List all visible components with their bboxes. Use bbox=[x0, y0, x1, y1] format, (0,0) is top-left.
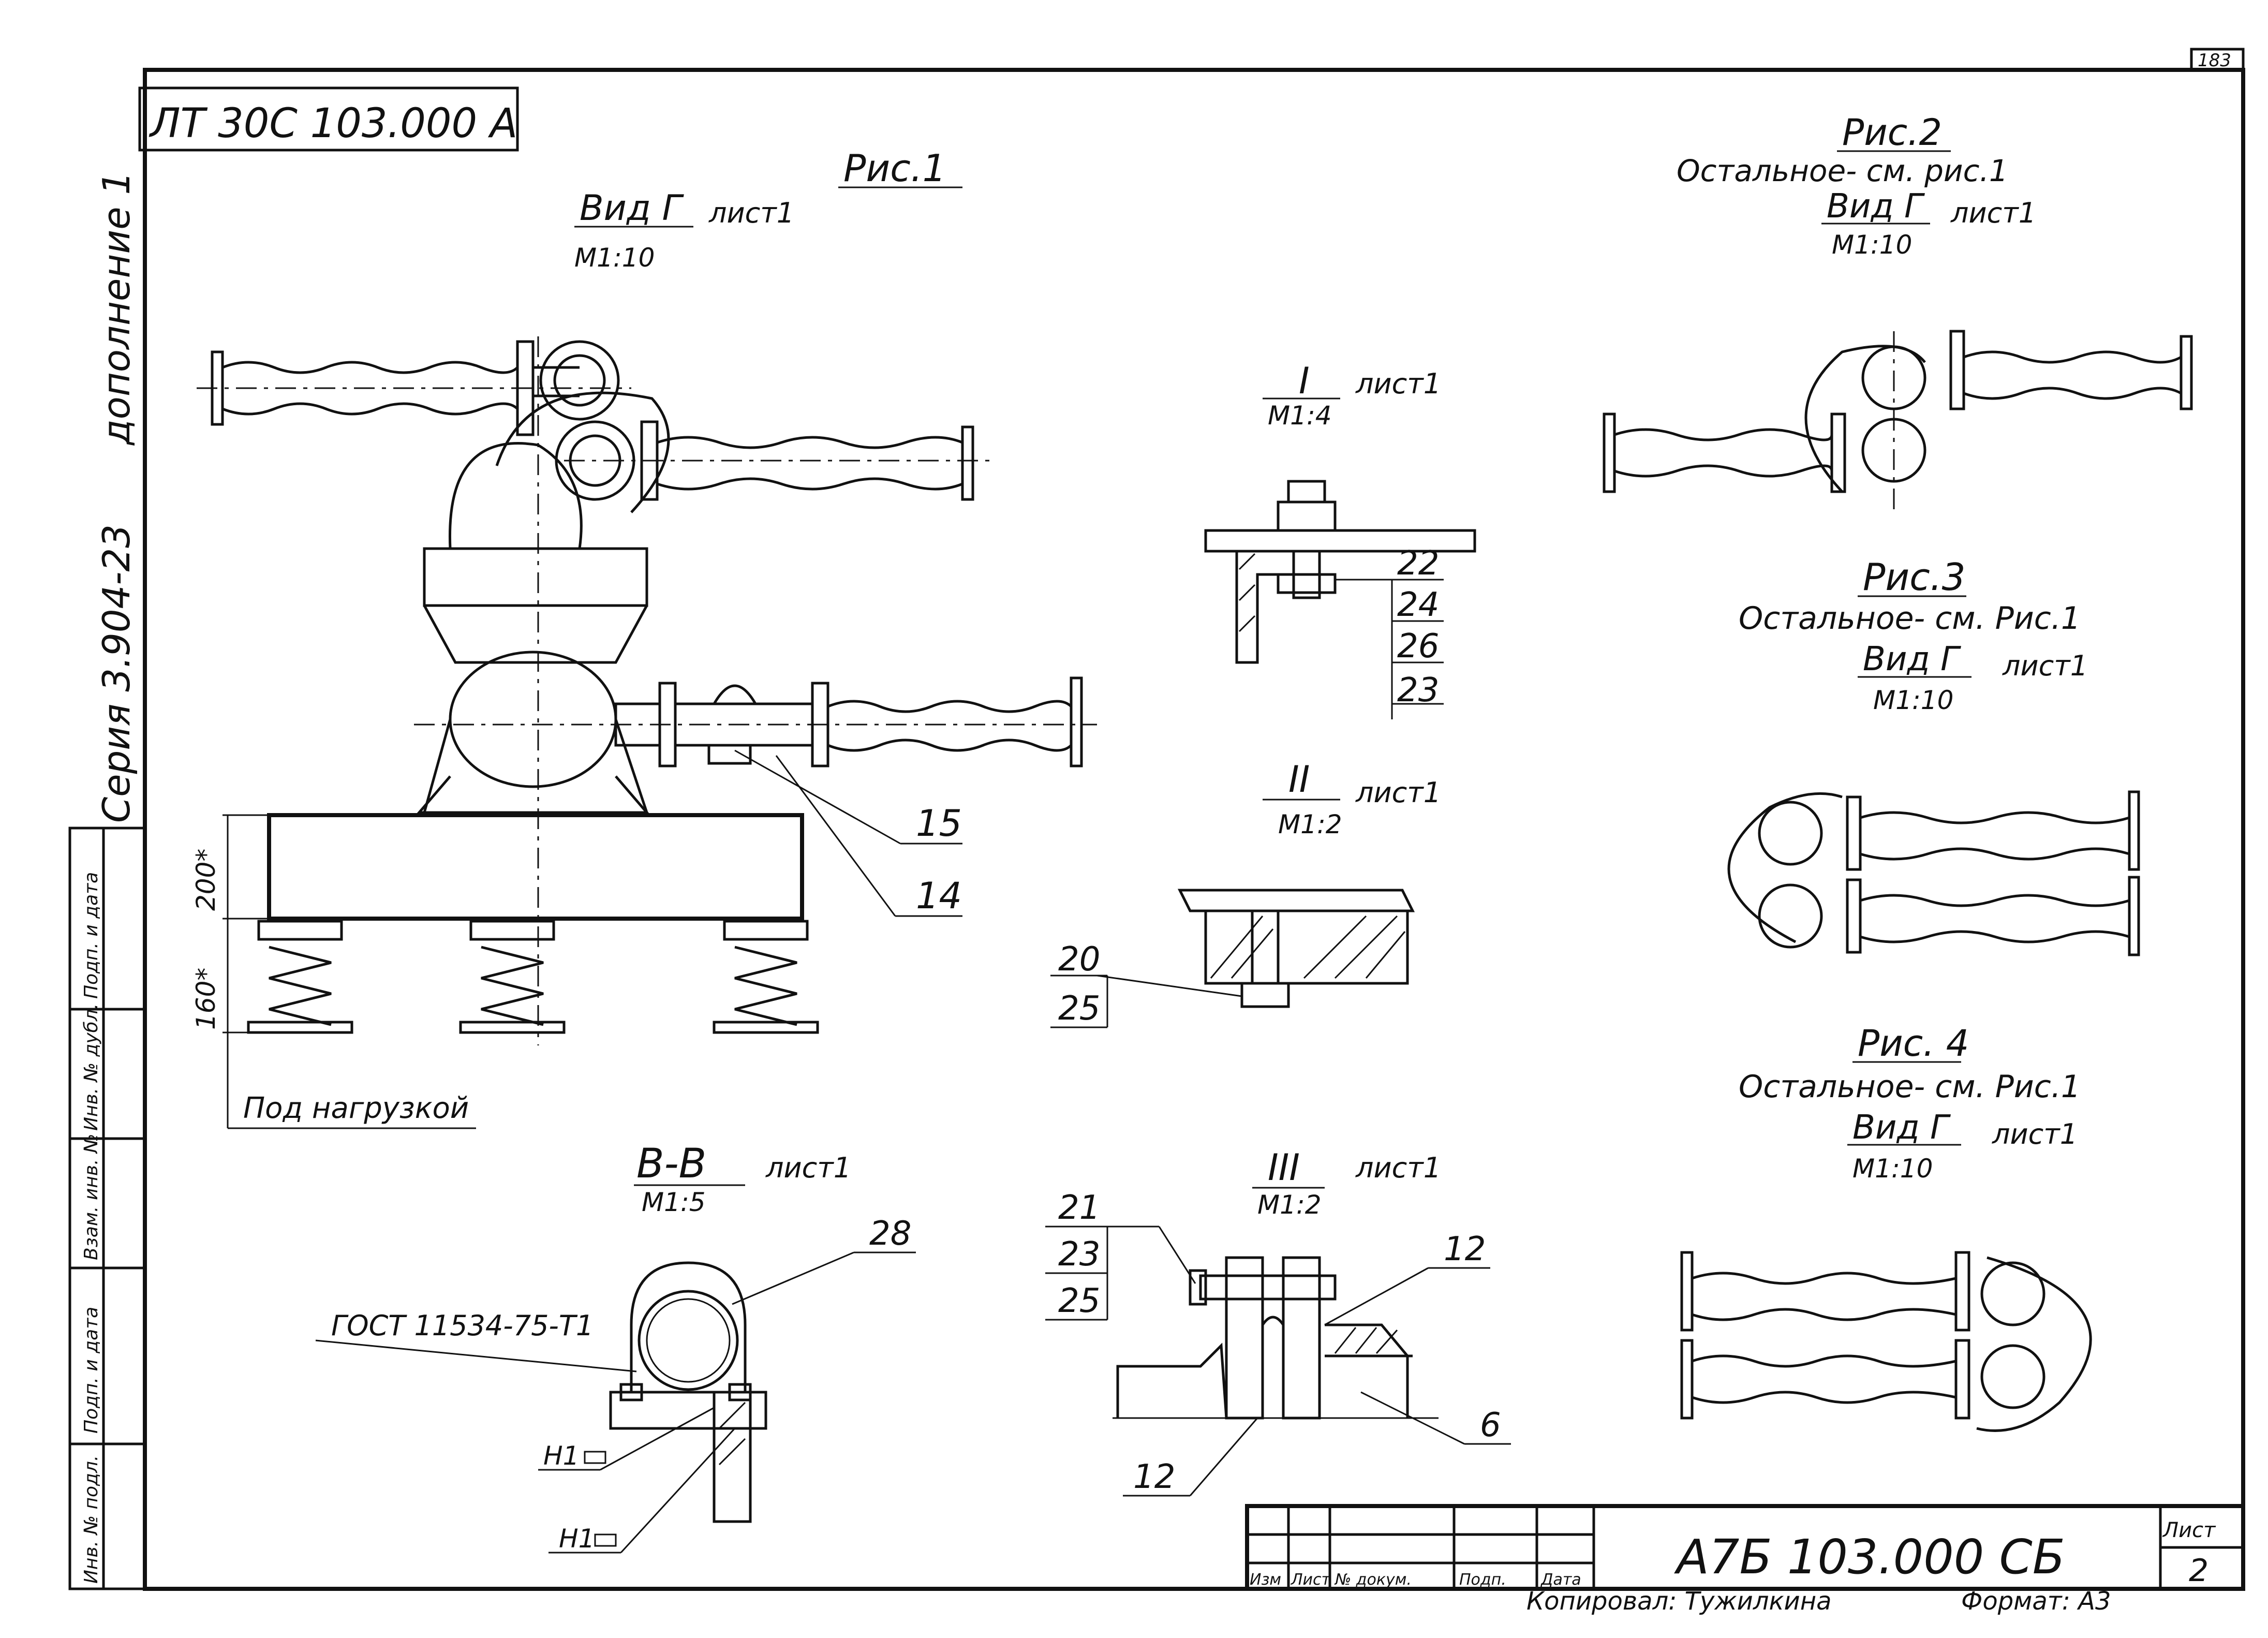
fig2-drawing bbox=[1603, 330, 2193, 512]
fig2-sheet-ref: лист1 bbox=[1950, 197, 2036, 229]
fig1-title: Рис.1 bbox=[843, 146, 946, 190]
section-bb-weld-2: Н1 bbox=[559, 1524, 595, 1554]
fig3-scale: М1:10 bbox=[1873, 685, 1953, 715]
detail3-position-table bbox=[1045, 1226, 1159, 1321]
fig1-scale: М1:10 bbox=[574, 243, 655, 273]
section-bb-scale: М1:5 bbox=[642, 1187, 706, 1217]
detail1-position-26: 26 bbox=[1397, 627, 1439, 666]
detail1-position-24: 24 bbox=[1397, 586, 1439, 624]
detail3-position-23: 23 bbox=[1058, 1235, 1100, 1274]
fig1-position-15: 15 bbox=[916, 802, 962, 845]
section-bb-gost: ГОСТ 11534-75-Т1 bbox=[331, 1309, 594, 1342]
section-bb-weld-1: Н1 bbox=[543, 1441, 579, 1471]
fig1-dim-200: 200* bbox=[191, 849, 221, 911]
detail3-sheet-ref: лист1 bbox=[1355, 1152, 1441, 1184]
side-stamp-table: Подп. и дата Инв. № дубл. Взам. инв. № П… bbox=[68, 827, 146, 1590]
top-left-stamp: ЛТ 30С 103.000 А bbox=[149, 100, 517, 147]
sheet-format: Формат: А3 bbox=[1961, 1587, 2111, 1616]
detail3-position-12-bottom: 12 bbox=[1133, 1458, 1175, 1496]
detail2-drawing bbox=[1096, 889, 1415, 1008]
title-header-doc: № докум. bbox=[1334, 1571, 1412, 1589]
title-header-date: Дата bbox=[1540, 1571, 1581, 1589]
fig1-position-14: 14 bbox=[916, 875, 962, 917]
fig1-dim-160: 160* bbox=[191, 968, 221, 1030]
detail2-mark: II bbox=[1288, 758, 1310, 801]
side-cell-replace-inv: Взам. инв. № bbox=[81, 1134, 102, 1260]
detail1-position-table bbox=[1391, 579, 1444, 719]
fig1-view: Вид Г bbox=[580, 188, 684, 229]
detail1-drawing bbox=[1204, 480, 1476, 664]
detail3-position-6: 6 bbox=[1480, 1406, 1501, 1444]
title-header-change: Изм bbox=[1250, 1571, 1281, 1589]
fig2-title: Рис.2 bbox=[1842, 111, 1942, 154]
detail3-scale: М1:2 bbox=[1257, 1190, 1322, 1220]
fig3-sheet-ref: лист1 bbox=[2002, 650, 2088, 682]
detail3-mark: III bbox=[1268, 1146, 1300, 1189]
title-header-sign: Подп. bbox=[1459, 1571, 1506, 1589]
fig1-labels: Рис.1 Вид Г лист1 М1:10 bbox=[574, 146, 962, 273]
side-cell-sign-date-2: Подп. и дата bbox=[81, 1307, 102, 1434]
fig4-drawing bbox=[1680, 1251, 2092, 1432]
fig2-view: Вид Г bbox=[1827, 187, 1925, 226]
fig2-scale: М1:10 bbox=[1832, 230, 1912, 260]
fig4-sheet-ref: лист1 bbox=[1992, 1118, 2078, 1150]
fig3-title: Рис.3 bbox=[1863, 555, 1966, 599]
detail1-position-23: 23 bbox=[1397, 671, 1439, 710]
detail3-position-25: 25 bbox=[1058, 1282, 1100, 1320]
fig4-subtitle: Остальное- см. Рис.1 bbox=[1739, 1069, 2081, 1105]
fig2-subtitle: Остальное- см. рис.1 bbox=[1677, 153, 2008, 188]
addendum-label: дополнение 1 bbox=[95, 171, 138, 446]
detail2-position-table bbox=[1050, 975, 1108, 1028]
detail3-position-21: 21 bbox=[1058, 1189, 1100, 1227]
detail1-position-22: 22 bbox=[1397, 544, 1439, 583]
title-header-sheet: Лист bbox=[1291, 1571, 1331, 1589]
copied-by: Копировал: Тужилкина bbox=[1526, 1587, 1832, 1616]
detail2-position-25: 25 bbox=[1058, 990, 1100, 1028]
detail2-scale: М1:2 bbox=[1278, 809, 1342, 839]
side-cell-dup-inv: Инв. № дубл. bbox=[81, 1004, 102, 1131]
detail3-drawing bbox=[1113, 1226, 1511, 1497]
side-cell-sign-date-1: Подп. и дата bbox=[81, 872, 102, 999]
section-bb-sheet-ref: лист1 bbox=[765, 1152, 851, 1184]
fig1-pump-unit bbox=[197, 336, 1097, 1129]
drawing-designation: А7Б 103.000 СБ bbox=[1674, 1529, 2065, 1585]
fig3-view: Вид Г bbox=[1863, 640, 1961, 678]
detail2-position-20: 20 bbox=[1058, 940, 1100, 979]
detail1-mark: I bbox=[1299, 360, 1310, 402]
detail1-scale: М1:4 bbox=[1268, 401, 1332, 431]
series-label: Серия 3.904-23 bbox=[95, 524, 138, 823]
fig1-leaders bbox=[734, 749, 962, 917]
sheet-value: 2 bbox=[2189, 1553, 2208, 1589]
section-bb-position-28: 28 bbox=[869, 1215, 911, 1253]
detail1-sheet-ref: лист1 bbox=[1355, 367, 1441, 400]
fig4-view: Вид Г bbox=[1852, 1109, 1951, 1147]
fig1-sheet-ref: лист1 bbox=[708, 197, 794, 229]
detail3-position-12-top: 12 bbox=[1444, 1230, 1486, 1268]
fig3-drawing bbox=[1727, 790, 2140, 956]
title-block bbox=[1245, 1504, 2245, 1591]
section-bb-drawing bbox=[315, 1251, 916, 1554]
side-cell-orig-inv: Инв. № подл. bbox=[81, 1455, 102, 1584]
fig4-scale: М1:10 bbox=[1852, 1154, 1933, 1184]
fig4-title: Рис. 4 bbox=[1858, 1022, 1969, 1065]
fig1-note-under-load: Под нагрузкой bbox=[243, 1091, 469, 1125]
sheet-corner-number: 183 bbox=[2198, 50, 2231, 71]
fig3-subtitle: Остальное- см. Рис.1 bbox=[1739, 600, 2081, 637]
detail2-sheet-ref: лист1 bbox=[1355, 776, 1441, 809]
sheet-label: Лист bbox=[2162, 1518, 2216, 1542]
section-bb-title: В-В bbox=[636, 1141, 706, 1187]
